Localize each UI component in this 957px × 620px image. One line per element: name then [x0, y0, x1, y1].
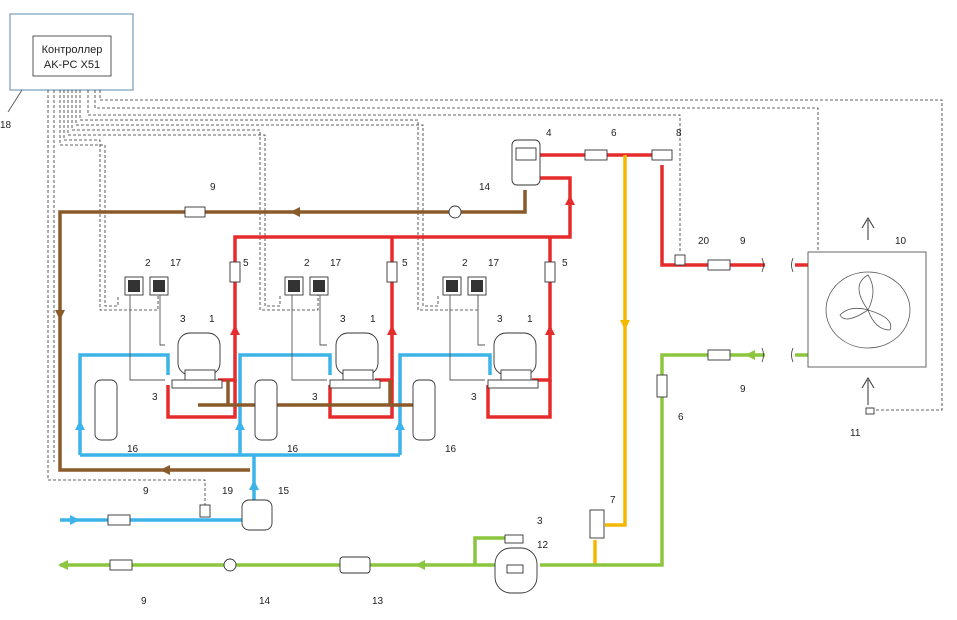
label-12: 12 [537, 540, 549, 551]
label-6: 6 [678, 412, 684, 423]
flow-arrows [55, 195, 755, 570]
label-2: 2 [304, 258, 310, 269]
receiver [494, 547, 538, 594]
label-17: 17 [488, 258, 500, 269]
label-13: 13 [372, 596, 384, 607]
label-16: 16 [445, 444, 457, 455]
suction-accumulator [241, 499, 273, 531]
control-wiring [7, 89, 943, 505]
label-16: 16 [127, 444, 139, 455]
liquid-separators [94, 379, 436, 441]
label-9: 9 [143, 486, 149, 497]
label-8: 8 [676, 128, 682, 139]
compressor-3 [487, 332, 539, 389]
label-6: 6 [611, 128, 617, 139]
label-1: 1 [527, 314, 533, 325]
controller-title: Контроллер [42, 44, 103, 56]
oil-lines [58, 190, 527, 472]
label-9: 9 [210, 182, 216, 193]
label-3: 3 [152, 392, 158, 403]
discharge-lines [166, 153, 912, 419]
label-4: 4 [546, 128, 552, 139]
compressor-1 [171, 332, 223, 389]
label-3: 3 [312, 392, 318, 403]
compressor-2 [329, 332, 381, 389]
label-9: 9 [141, 596, 147, 607]
label-20: 20 [698, 236, 710, 247]
label-15: 15 [278, 486, 290, 497]
label-3: 3 [537, 516, 543, 527]
label-10: 10 [895, 236, 907, 247]
valves [107, 149, 731, 572]
label-17: 17 [330, 258, 342, 269]
label-19: 19 [222, 486, 234, 497]
oil-separator [511, 139, 541, 186]
label-14: 14 [479, 182, 491, 193]
label-18: 18 [0, 120, 12, 131]
label-3: 3 [340, 314, 346, 325]
component-labels: 1 1 1 2 2 2 17 17 17 3 3 3 3 3 3 3 4 5 5… [0, 120, 907, 607]
label-3: 3 [471, 392, 477, 403]
filter-drier [339, 556, 371, 574]
ambient-sensor [865, 407, 875, 415]
label-2: 2 [462, 258, 468, 269]
label-14: 14 [259, 596, 271, 607]
label-5: 5 [562, 258, 568, 269]
label-11: 11 [850, 428, 861, 439]
label-3: 3 [180, 314, 186, 325]
label-17: 17 [170, 258, 182, 269]
label-1: 1 [209, 314, 215, 325]
label-5: 5 [243, 258, 249, 269]
pressure-switches [124, 276, 487, 381]
label-16: 16 [287, 444, 299, 455]
controller-unit: Контроллер AK-PC X51 [9, 13, 134, 91]
label-2: 2 [145, 258, 151, 269]
bypass-line [593, 155, 627, 565]
label-3: 3 [497, 314, 503, 325]
controller-model: AK-PC X51 [44, 59, 100, 71]
label-9: 9 [740, 384, 746, 395]
label-7: 7 [610, 495, 616, 506]
condenser [761, 217, 927, 405]
label-9: 9 [740, 236, 746, 247]
label-5: 5 [402, 258, 408, 269]
label-1: 1 [370, 314, 376, 325]
